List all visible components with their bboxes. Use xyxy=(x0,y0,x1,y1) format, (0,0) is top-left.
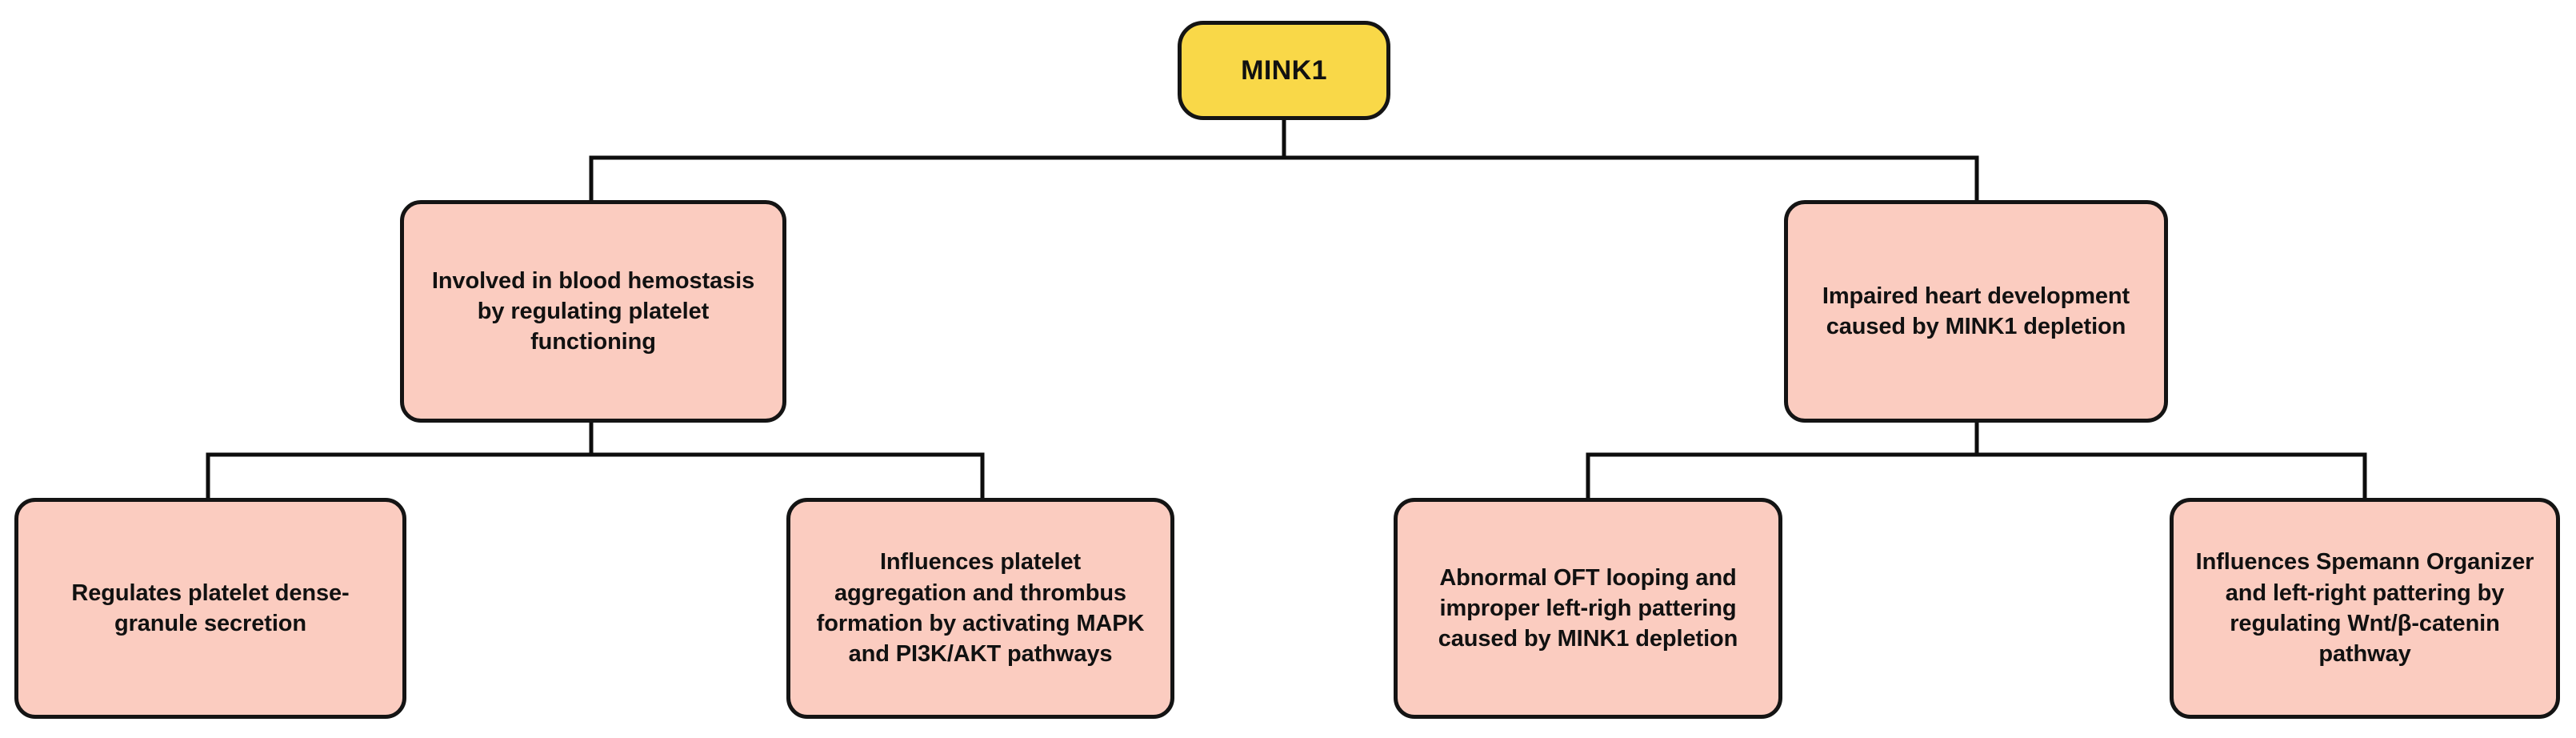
node-leaf-oft-looping[interactable]: Abnormal OFT looping and improper left-r… xyxy=(1394,498,1782,719)
node-root-label: MINK1 xyxy=(1241,54,1327,86)
node-leaf-aggregation[interactable]: Influences platelet aggregation and thro… xyxy=(786,498,1174,719)
node-leaf-spemann-organizer[interactable]: Influences Spemann Organizer and left-ri… xyxy=(2170,498,2560,719)
node-leaf-aggregation-label: Influences platelet aggregation and thro… xyxy=(816,549,1145,668)
node-branch-hemostasis-label: Involved in blood hemostasis by regulati… xyxy=(431,267,755,355)
node-branch-heart-development-label: Impaired heart development caused by MIN… xyxy=(1822,283,2130,339)
node-leaf-dense-granule[interactable]: Regulates platelet dense- granule secret… xyxy=(14,498,406,719)
node-leaf-oft-looping-label: Abnormal OFT looping and improper left-r… xyxy=(1438,564,1738,652)
node-root-mink1[interactable]: MINK1 xyxy=(1178,21,1390,120)
node-branch-hemostasis[interactable]: Involved in blood hemostasis by regulati… xyxy=(400,200,786,423)
node-leaf-spemann-organizer-label: Influences Spemann Organizer and left-ri… xyxy=(2195,549,2534,668)
node-leaf-dense-granule-label: Regulates platelet dense- granule secret… xyxy=(71,580,350,636)
node-branch-heart-development[interactable]: Impaired heart development caused by MIN… xyxy=(1784,200,2168,423)
